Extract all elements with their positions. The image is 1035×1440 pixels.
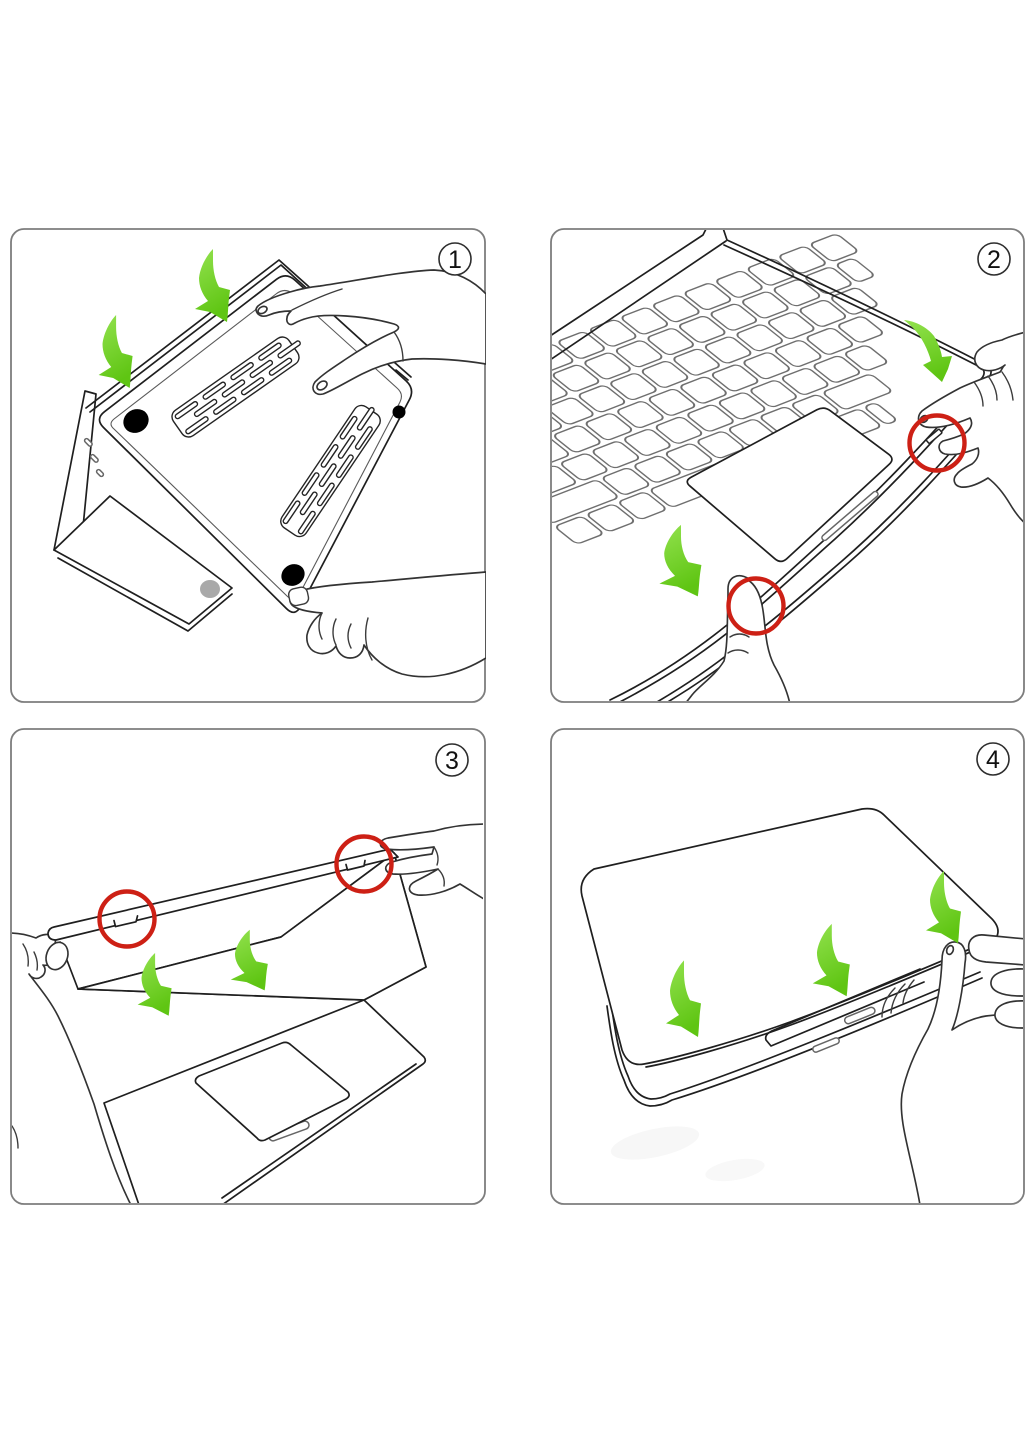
svg-text:3: 3 — [445, 747, 459, 775]
svg-text:1: 1 — [448, 246, 462, 274]
svg-text:2: 2 — [987, 246, 1001, 274]
svg-text:4: 4 — [986, 746, 1000, 774]
